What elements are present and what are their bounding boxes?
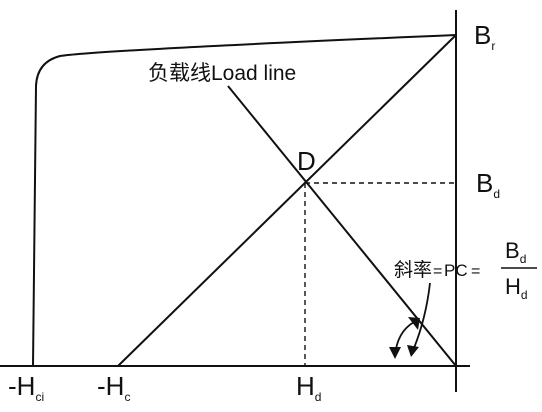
hci-sub: ci [35, 390, 44, 404]
slope-numerator: Bd [505, 238, 526, 266]
slope-text: 斜率 [394, 259, 432, 281]
hci-main: -H [8, 371, 35, 401]
slope-num-main: B [505, 238, 520, 263]
bd-label: Bd [476, 168, 500, 201]
slope-denominator: Hd [505, 274, 528, 302]
arc-arrowhead-down [389, 347, 401, 359]
hc-label: -Hc [97, 371, 130, 404]
br-main: B [474, 20, 491, 50]
slope-pointer [413, 282, 431, 349]
br-sub: r [491, 39, 495, 53]
demagnetization-curve [32, 34, 457, 367]
slope-pc: PC [444, 261, 468, 280]
slope-eq1: = [433, 263, 442, 280]
hci-label: -Hci [8, 371, 44, 404]
hc-sub: c [124, 390, 130, 404]
bd-main: B [476, 168, 493, 198]
br-label: Br [474, 20, 495, 53]
slope-eq2: = [471, 263, 480, 280]
slope-den-sub: d [521, 288, 528, 302]
hc-main: -H [97, 371, 124, 401]
bd-sub: d [493, 187, 500, 201]
slope-pointer-arrowhead [407, 345, 419, 357]
slope-num-sub: d [520, 252, 527, 266]
recoil-line [117, 34, 457, 367]
arc-arrowhead-up [408, 317, 420, 330]
hd-main: H [296, 371, 315, 401]
point-d-label: D [297, 146, 316, 176]
load-line-label: 负载线Load line [148, 62, 296, 85]
hd-sub: d [315, 390, 322, 404]
hd-label: Hd [296, 371, 321, 404]
slope-den-main: H [505, 274, 521, 299]
